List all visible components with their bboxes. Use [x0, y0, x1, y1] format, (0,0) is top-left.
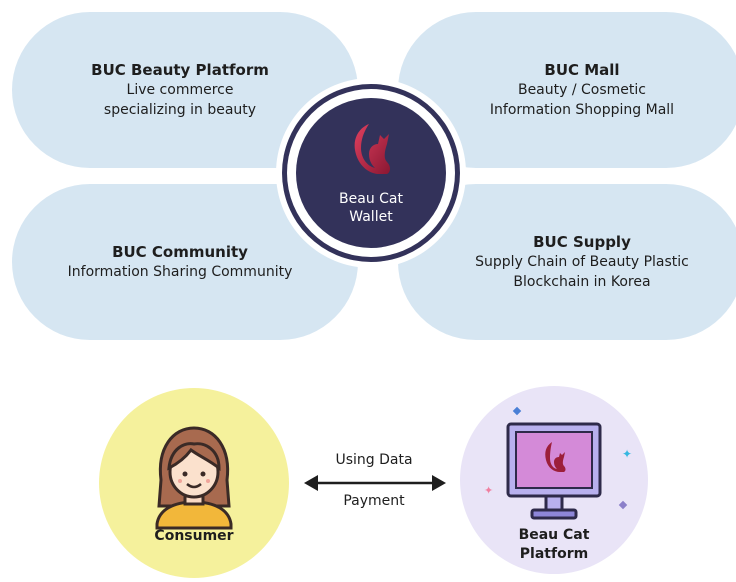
consumer-label: Consumer: [154, 528, 234, 544]
platform-circle: ✦ ✦: [460, 386, 648, 574]
monitor-icon: ✦ ✦: [484, 406, 632, 520]
service-title: BUC Beauty Platform: [91, 61, 269, 79]
double-arrow-icon: [304, 475, 446, 491]
service-desc: Beauty / Cosmetic Information Shopping M…: [489, 82, 675, 118]
svg-text:✦: ✦: [622, 447, 632, 461]
svg-text:✦: ✦: [484, 484, 493, 497]
cat-logo-icon: [354, 124, 390, 174]
service-supply: BUC Supply Supply Chain of Beauty Plasti…: [398, 184, 736, 340]
consumer-circle: [99, 388, 289, 578]
wallet-label: Beau Cat Wallet: [339, 191, 403, 225]
consumer-avatar-icon: [155, 426, 233, 530]
platform-label: Beau Cat Platform: [518, 527, 590, 562]
service-desc: Information Sharing Community: [67, 264, 293, 280]
flow-payment-label: Payment: [343, 493, 405, 509]
service-title: BUC Supply: [533, 233, 631, 251]
service-desc: Live commerce specializing in beauty: [103, 82, 257, 118]
service-desc: Supply Chain of Beauty Plastic Blockchai…: [475, 254, 689, 290]
service-title: BUC Community: [112, 243, 248, 261]
beau-cat-wallet: Beau Cat Wallet: [296, 98, 446, 248]
flow-using-data-label: Using Data: [335, 452, 413, 468]
service-title: BUC Mall: [544, 61, 620, 79]
service-beauty-platform: BUC Beauty Platform Live commerce specia…: [12, 12, 358, 168]
